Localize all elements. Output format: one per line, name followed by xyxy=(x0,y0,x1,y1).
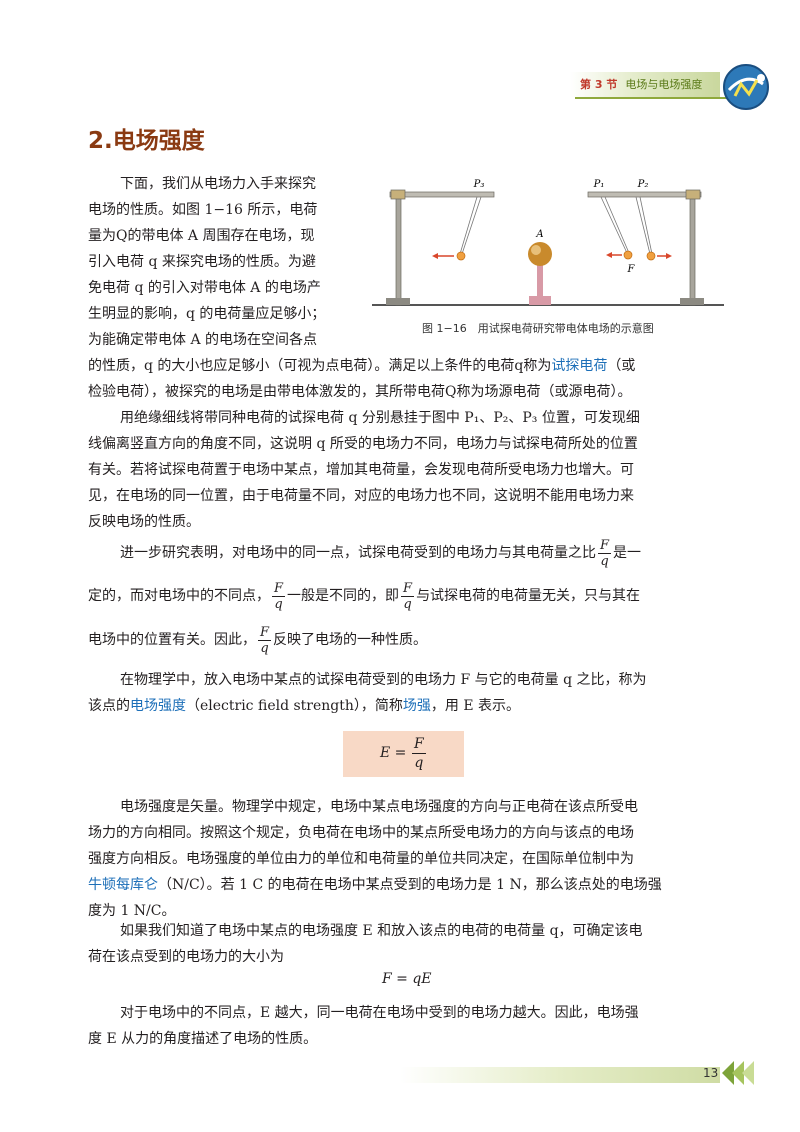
p4-text-2a: 该点的 xyxy=(88,698,130,714)
p3-text-3a: 电场中的位置有关。因此， xyxy=(88,632,256,648)
frac-den: q xyxy=(403,596,412,612)
p2-line-4: 见，在电场的同一位置，由于电荷量不同，对应的电场力也不同，这说明不能用电场力来 xyxy=(88,488,634,504)
page-number: 13 xyxy=(703,1066,719,1080)
term-newton-per-coulomb: 牛顿每库仑 xyxy=(88,877,158,893)
header-band xyxy=(570,72,720,97)
p3-text-2b: 一般是不同的，即 xyxy=(287,588,400,604)
figure-caption: 图 1−16 用试探电荷研究带电体电场的示意图 xyxy=(422,322,654,335)
p4-line-1: 在物理学中，放入电场中某点的试探电荷受到的电场力 F 与它的电荷量 q 之比，称… xyxy=(120,672,647,688)
p2-line-1: 用绝缘细线将带同种电荷的试探电荷 q 分别悬挂于图中 P₁、P₂、P₃ 位置，可… xyxy=(120,410,640,426)
section-name: 电场与电场强度 xyxy=(625,78,703,91)
label-p1: P₁ xyxy=(593,179,605,190)
p1-line-7: 为能确定带电体 A 的电场在空间各点 xyxy=(88,332,318,348)
frac-den: q xyxy=(260,640,269,656)
p2-line-2: 线偏离竖直方向的角度不同，这说明 q 所受的电场力不同，电场力与试探电荷所处的位… xyxy=(88,436,638,452)
p5-line-2: 场力的方向相同。按照这个规定，负电荷在电场中的某点所受电场力的方向与该点的电场 xyxy=(88,825,634,841)
p7-line-2: 度 E 从力的角度描述了电场的性质。 xyxy=(88,1031,318,1047)
p4-text-2b: （electric field strength），简称 xyxy=(186,698,403,714)
p2-line-3: 有关。若将试探电荷置于电场中某点，增加其电荷量，会发现电荷所受电场力也增大。可 xyxy=(88,462,634,478)
page-arrows-icon xyxy=(722,1061,754,1085)
p1-line-8: 的性质，q 的大小也应足够小（可视为点电荷）。满足以上条件的电荷q称为试探电荷（… xyxy=(88,353,718,379)
frac-num: F xyxy=(272,580,286,597)
label-p2: P₂ xyxy=(637,179,649,190)
label-p3: P₃ xyxy=(473,179,485,190)
label-f: F xyxy=(627,264,636,275)
section-number: 第 3 节 xyxy=(580,78,618,91)
frac-den: q xyxy=(274,596,283,612)
term-field-strength: 电场强度 xyxy=(130,698,186,714)
book-logo-icon xyxy=(723,64,769,110)
running-header: 第 3 节电场与电场强度 xyxy=(580,76,702,92)
frac-num: F xyxy=(258,624,272,641)
p2-line-5: 反映电场的性质。 xyxy=(88,514,200,530)
p6-line-2: 荷在该点受到的电场力的大小为 xyxy=(88,949,284,965)
term-field-strength-short: 场强 xyxy=(402,698,431,714)
formula-num: F xyxy=(412,736,426,754)
p5-text-4b: （N/C）。若 1 C 的电荷在电场中某点受到的电场力是 1 N，那么该点处的电… xyxy=(158,877,662,893)
frac-num: F xyxy=(401,580,415,597)
p1-line-3: 量为Q的带电体 A 周围存在电场，现 xyxy=(88,228,315,244)
formula-f-qe: F = qE xyxy=(382,971,432,987)
p4-line-2: 该点的电场强度（electric field strength），简称场强，用 … xyxy=(88,693,718,719)
p3-text-1b: 是一 xyxy=(613,545,642,561)
formula-box xyxy=(343,731,464,777)
formula-lhs: E = xyxy=(380,745,407,761)
p3-text-1a: 进一步研究表明，对电场中的同一点，试探电荷受到的电场力与其电荷量之比 xyxy=(120,545,596,561)
p3-text-2a: 定的，而对电场中的不同点， xyxy=(88,588,270,604)
term-test-charge: 试探电荷 xyxy=(551,358,608,374)
p1-line-6: 生明显的影响，q 的电荷量应足够小； xyxy=(88,306,326,322)
p1-line-8-end: （或 xyxy=(607,358,636,374)
p1-line-5: 免电荷 q 的引入对带电体 A 的电场产 xyxy=(88,280,321,296)
header-rule xyxy=(575,97,745,99)
experiment-figure: P₃ P₁ P₂ A F xyxy=(372,179,724,306)
p6-line-1: 如果我们知道了电场中某点的电场强度 E 和放入该点的电荷的电荷量 q，可确定该电 xyxy=(120,923,643,939)
label-a: A xyxy=(535,229,543,240)
p3-text-3b: 反映了电场的一种性质。 xyxy=(273,632,428,648)
frac-den: q xyxy=(600,553,609,569)
p5-line-4: 牛顿每库仑（N/C）。若 1 C 的电荷在电场中某点受到的电场力是 1 N，那么… xyxy=(88,872,718,898)
p3-text-2c: 与试探电荷的电荷量无关，只与其在 xyxy=(416,588,641,604)
p1-line-1: 下面，我们从电场力入手来探究 xyxy=(120,176,316,192)
p5-line-3: 强度方向相反。电场强度的单位由力的单位和电荷量的单位共同决定，在国际单位制中为 xyxy=(88,851,634,867)
p1-line-2: 电场的性质。如图 1−16 所示，电荷 xyxy=(88,202,318,218)
footer-band xyxy=(400,1067,720,1083)
p5-line-1: 电场强度是矢量。物理学中规定，电场中某点电场强度的方向与正电荷在该点所受电 xyxy=(120,799,638,815)
p5-line-5: 度为 1 N/C。 xyxy=(88,903,176,919)
p1-line-4: 引入电荷 q 来探究电场的性质。为避 xyxy=(88,254,316,270)
p1-line-9: 检验电荷），被探究的电场是由带电体激发的，其所带电荷Q称为场源电荷（或源电荷）。 xyxy=(88,384,632,400)
section-title: 2.电场强度 xyxy=(88,128,205,154)
p1-line-8-text: 的性质，q 的大小也应足够小（可视为点电荷）。满足以上条件的电荷q称为 xyxy=(88,358,552,374)
p7-line-1: 对于电场中的不同点，E 越大，同一电荷在电场中受到的电场力越大。因此，电场强 xyxy=(120,1005,639,1021)
formula-den: q xyxy=(414,755,424,771)
frac-num: F xyxy=(598,537,612,554)
p4-text-2c: ，用 E 表示。 xyxy=(430,698,521,714)
